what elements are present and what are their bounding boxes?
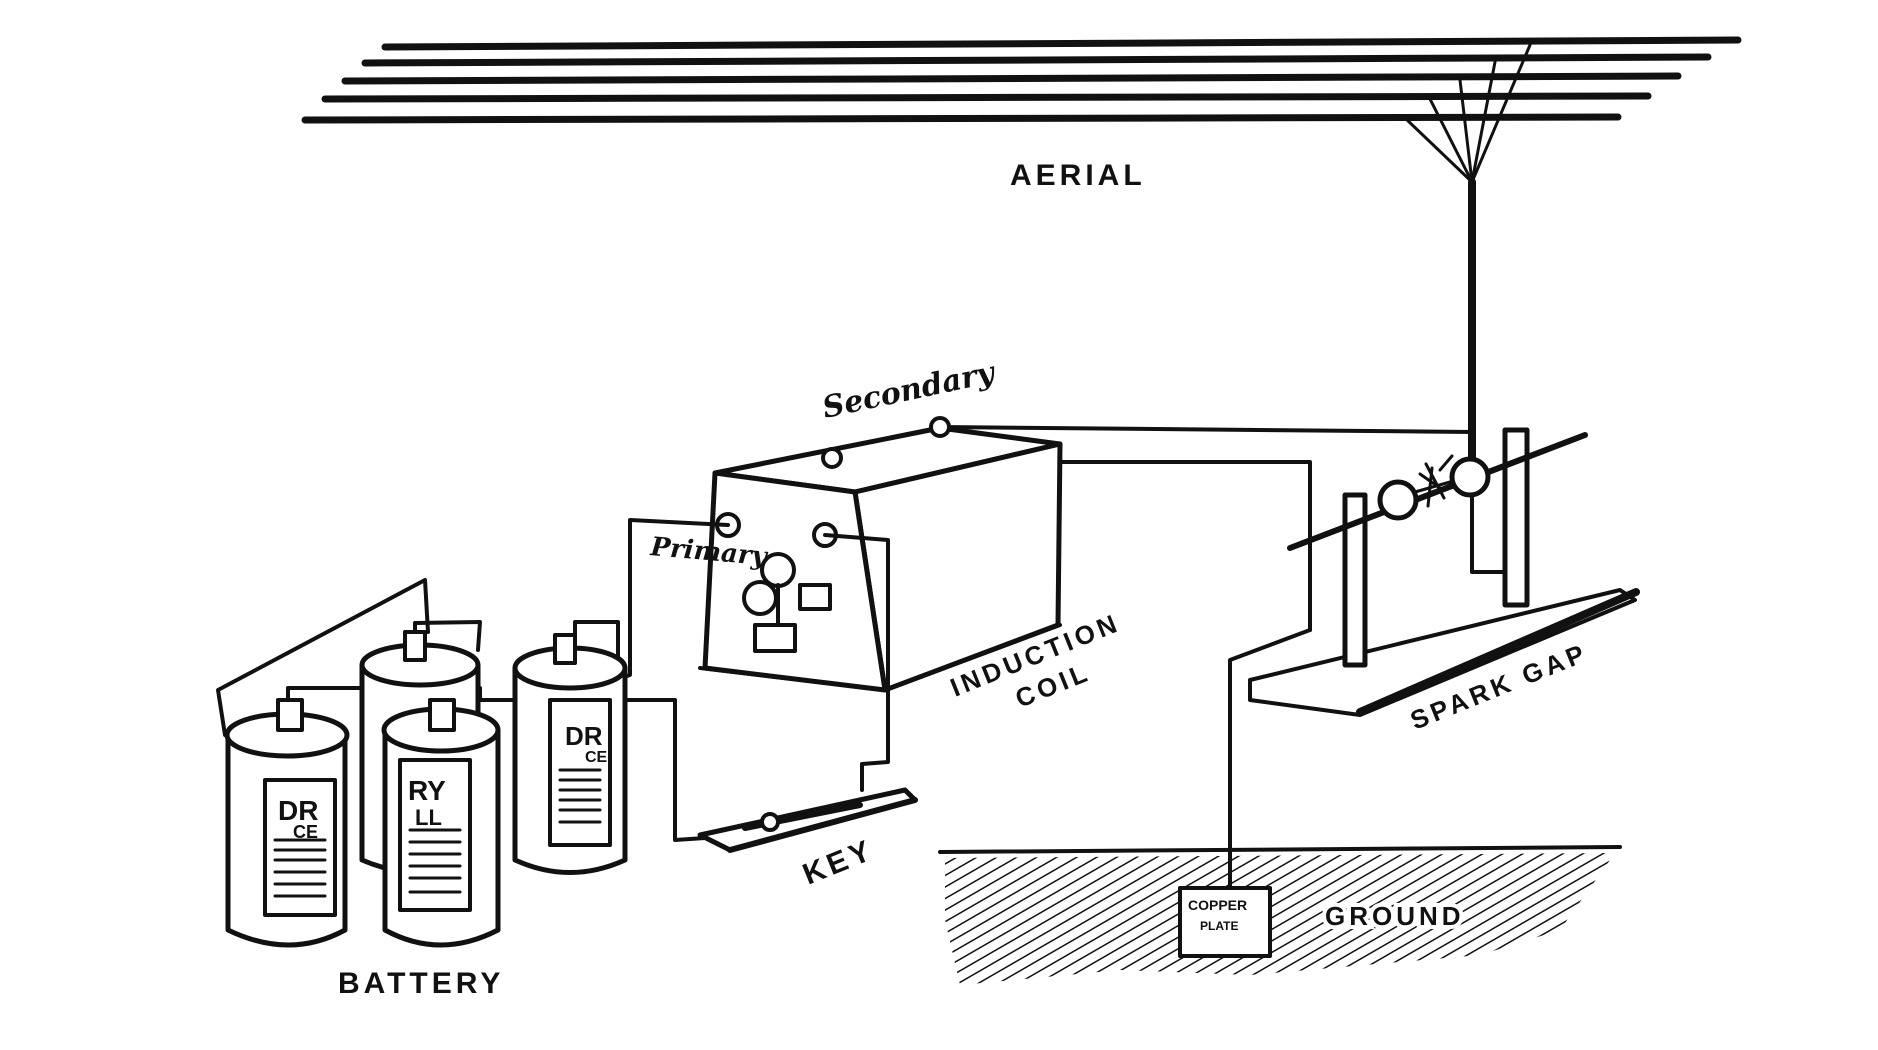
battery-cell-2 (381, 698, 501, 948)
aerial-lead-in (1403, 43, 1532, 184)
cell-1-label-line2: CE (293, 822, 318, 842)
secondary-label: Secondary (819, 355, 999, 426)
battery-cell-1 (224, 698, 350, 948)
telegraph-key (697, 787, 918, 853)
battery-label: BATTERY (338, 967, 504, 1000)
cell-2-label-line2: LL (415, 805, 442, 830)
secondary-wires (938, 425, 1514, 632)
aerial-label: AERIAL (1010, 159, 1146, 192)
battery-cell-4 (512, 633, 628, 875)
plate-label: PLATE (1200, 919, 1238, 933)
ground-label: GROUND (1325, 901, 1465, 931)
cell-4-label-line2: CE (585, 749, 608, 766)
ground (938, 845, 1622, 985)
copper-label: COPPER (1188, 897, 1247, 913)
aerial-wires (301, 36, 1742, 124)
spark-gap (1248, 427, 1640, 717)
cell-1-label-line1: DR (278, 795, 318, 826)
induction-coil (698, 416, 1063, 693)
cell-2-label-line1: RY (408, 775, 446, 806)
ground-lead (1228, 628, 1312, 892)
cell-4-label-line1: DR (565, 721, 603, 751)
key-label: KEY (798, 833, 879, 891)
